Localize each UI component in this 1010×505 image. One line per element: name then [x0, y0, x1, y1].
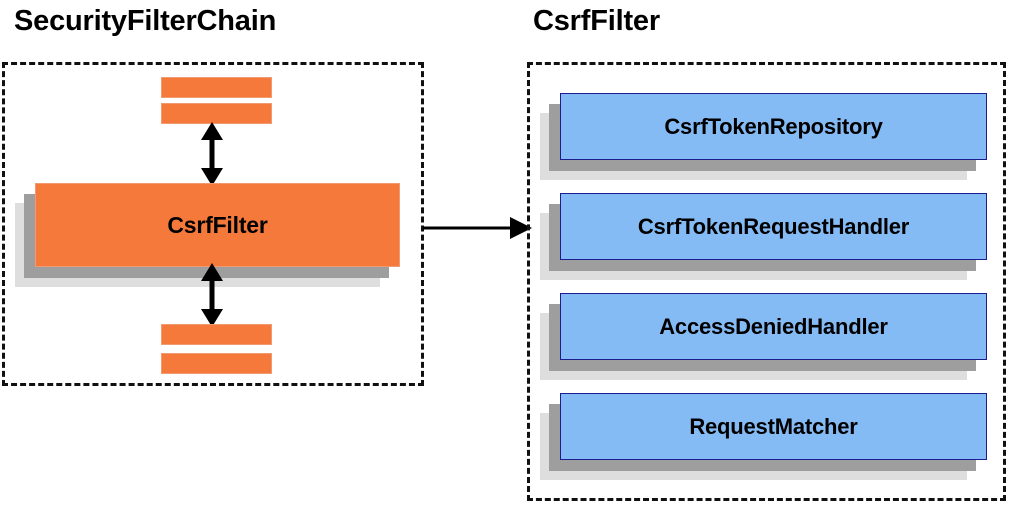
node-requestmatcher-label: RequestMatcher: [560, 393, 987, 460]
node-requestmatcher[interactable]: RequestMatcher: [540, 393, 987, 480]
securityfilterchain-panel: [2, 62, 424, 386]
node-csrftokenrepository-label: CsrfTokenRepository: [560, 93, 987, 160]
page-title-csrffilter: CsrfFilter: [533, 5, 660, 37]
node-accessdeniedhandler-label: AccessDeniedHandler: [560, 293, 987, 360]
node-csrffilter-label: CsrfFilter: [35, 183, 400, 267]
filter-stub-bottom-1: [161, 324, 272, 345]
vertical-double-arrow-above-csrffilter: [201, 122, 223, 186]
filter-stub-top-2: [161, 103, 272, 124]
node-accessdeniedhandler[interactable]: AccessDeniedHandler: [540, 293, 987, 380]
page-title-securityfilterchain: SecurityFilterChain: [14, 5, 277, 37]
node-csrffilter[interactable]: CsrfFilter: [15, 183, 400, 287]
node-csrftokenrepository[interactable]: CsrfTokenRepository: [540, 93, 987, 180]
filter-stub-top-1: [161, 77, 272, 98]
csrffilter-panel: [527, 62, 1006, 501]
node-csrftokenrequesthandler[interactable]: CsrfTokenRequestHandler: [540, 193, 987, 280]
vertical-double-arrow-below-csrffilter: [201, 263, 223, 327]
node-csrftokenrequesthandler-label: CsrfTokenRequestHandler: [560, 193, 987, 260]
filter-stub-bottom-2: [161, 353, 272, 374]
csrffilter-to-collaborators-arrow: [423, 217, 532, 239]
